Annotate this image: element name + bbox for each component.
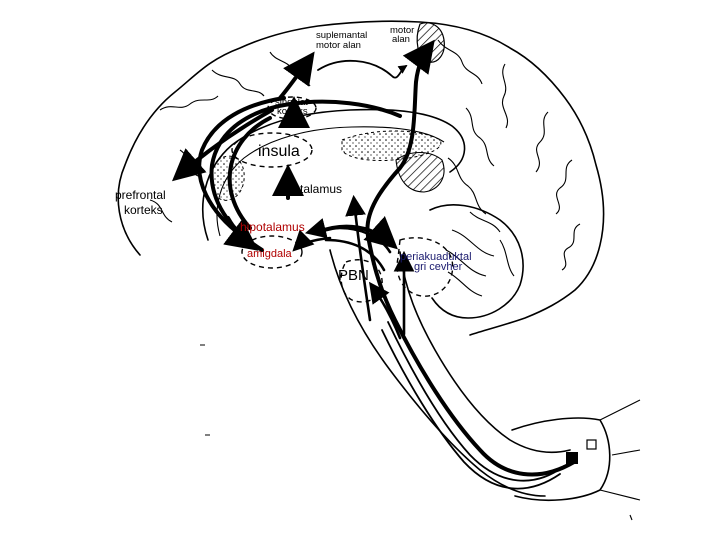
label-thalamus: talamus [300, 182, 342, 196]
arrow-to-thalamus [345, 194, 372, 322]
label-motor-area-line2: alan [392, 34, 410, 45]
label-pag-line2: gri cevher [414, 261, 463, 273]
arrow-to-amygdala [292, 229, 332, 252]
label-cingulate-line1: singulat [275, 97, 308, 108]
pbn-region [340, 259, 383, 303]
pathway-arrows [171, 39, 576, 490]
label-supplementary-motor-line1: suplemantal [316, 30, 367, 41]
brain-regions [210, 22, 454, 303]
label-amygdala: amigdala [247, 248, 293, 260]
arrow-to-prefrontal [171, 108, 274, 182]
label-hypothalamus: hipotalamus [240, 220, 305, 234]
label-pbn: PBN [338, 267, 369, 284]
arrow-supplementary-loop [317, 59, 408, 79]
pag-region [396, 237, 454, 297]
label-supplementary-motor-line2: motor alan [316, 40, 361, 51]
main-ascending-tract [365, 39, 576, 477]
label-insula: insula [258, 143, 300, 160]
motor-area-region [416, 22, 445, 63]
label-prefrontal-line1: prefrontal [115, 188, 166, 202]
arrow-hypothalamus-to-pag [316, 216, 398, 250]
arrow-cingulate-loop [209, 99, 402, 252]
label-cingulate-line2: korteks [277, 106, 308, 117]
label-pag-line1: periakuaduktal [400, 251, 472, 263]
label-motor-area-line1: motor [390, 25, 414, 36]
arrow-to-supplementary-motor [278, 51, 315, 100]
arrow-to-pbn [368, 281, 402, 340]
amygdala-region [241, 235, 303, 269]
label-prefrontal-line2: korteks [124, 203, 163, 217]
hatched-posterior-region [395, 151, 445, 193]
labels: suplemantal motor alan motor alan singul… [115, 25, 472, 284]
